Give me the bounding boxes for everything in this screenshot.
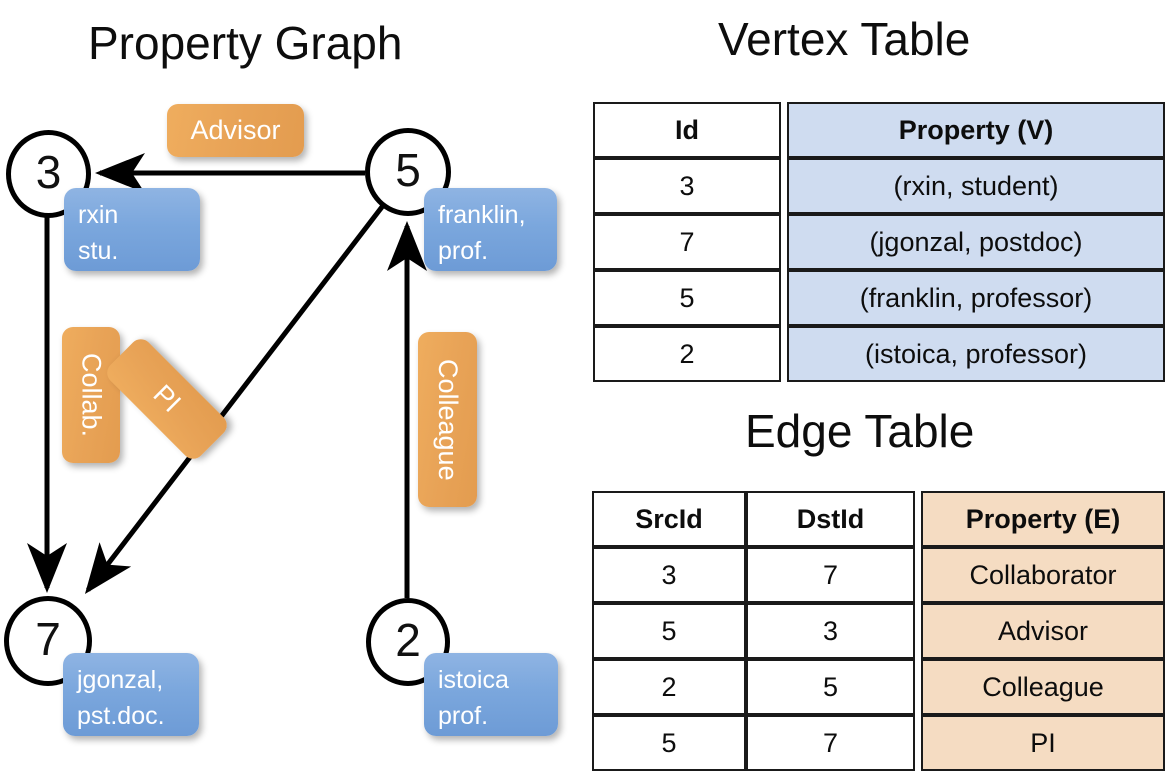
edge-table-column-gap: [915, 659, 921, 715]
vertex-cell-property: (jgonzal, postdoc): [787, 214, 1165, 270]
vertex-table-header-row: Id Property (V): [593, 102, 1165, 158]
graph-node-2-id: 2: [395, 614, 421, 666]
vertex-cell-id: 5: [593, 270, 781, 326]
vertex-table-column-gap: [781, 102, 787, 158]
vertex-table-header-property: Property (V): [787, 102, 1165, 158]
table-row: 7 (jgonzal, postdoc): [593, 214, 1165, 270]
node-property-box-3: rxin stu.: [64, 188, 200, 271]
node-property-role-3: stu.: [78, 236, 119, 265]
edge-cell-property: Colleague: [921, 659, 1165, 715]
edge-cell-srcid: 2: [592, 659, 746, 715]
edge-table: SrcId DstId Property (E) 3 7 Collaborato…: [592, 491, 1165, 771]
vertex-cell-property: (istoica, professor): [787, 326, 1165, 382]
vertex-cell-id: 3: [593, 158, 781, 214]
vertex-cell-property: (franklin, professor): [787, 270, 1165, 326]
graph-node-7-id: 7: [35, 613, 61, 665]
node-property-name-5: franklin,: [438, 201, 526, 229]
node-property-name-3: rxin: [78, 201, 119, 229]
edge-label-collab: Collab.: [62, 327, 120, 463]
node-property-name-7: jgonzal,: [77, 666, 164, 694]
edge-table-column-gap: [915, 603, 921, 659]
table-row: 2 5 Colleague: [592, 659, 1165, 715]
edge-table-header-row: SrcId DstId Property (E): [592, 491, 1165, 547]
vertex-table-column-gap: [781, 270, 787, 326]
table-row: 3 7 Collaborator: [592, 547, 1165, 603]
edge-label-advisor-text: Advisor: [190, 115, 281, 145]
edge-cell-dstid: 3: [746, 603, 915, 659]
edge-label-colleague: Colleague: [418, 332, 477, 507]
edge-5-to-7-pi: [84, 201, 387, 594]
edge-label-colleague-text: Colleague: [433, 358, 463, 481]
graph-node-5[interactable]: 5: [365, 128, 451, 216]
table-row: 2 (istoica, professor): [593, 326, 1165, 382]
node-property-role-2: prof.: [438, 701, 489, 730]
property-graph-diagram: 3 5 7 2 rxin stu. franklin, prof. jgonza…: [0, 90, 585, 760]
vertex-cell-id: 2: [593, 326, 781, 382]
edge-cell-srcid: 5: [592, 715, 746, 771]
edge-table-header-property: Property (E): [921, 491, 1165, 547]
edge-cell-srcid: 3: [592, 547, 746, 603]
page-title-property-graph: Property Graph: [88, 17, 403, 69]
edge-table-column-gap: [915, 715, 921, 771]
page-title-vertex-table: Vertex Table: [718, 13, 971, 65]
graph-node-3[interactable]: 3: [6, 130, 91, 218]
table-row: 5 (franklin, professor): [593, 270, 1165, 326]
table-row: 3 (rxin, student): [593, 158, 1165, 214]
node-property-box-7: jgonzal, pst.doc.: [63, 653, 199, 736]
edge-cell-srcid: 5: [592, 603, 746, 659]
edge-cell-property: Advisor: [921, 603, 1165, 659]
edge-table-column-gap: [915, 491, 921, 547]
node-property-role-7: pst.doc.: [77, 701, 165, 730]
vertex-table: Id Property (V) 3 (rxin, student) 7 (jgo…: [593, 102, 1165, 382]
vertex-table-column-gap: [781, 214, 787, 270]
edge-cell-dstid: 7: [746, 715, 915, 771]
table-row: 5 7 PI: [592, 715, 1165, 771]
edge-table-header-dstid: DstId: [746, 491, 915, 547]
graph-node-3-id: 3: [35, 146, 62, 198]
vertex-table-header-id: Id: [593, 102, 781, 158]
edge-label-collab-text: Collab.: [76, 352, 107, 438]
page-title-edge-table: Edge Table: [745, 405, 975, 457]
node-property-name-2: istoica: [438, 666, 509, 694]
vertex-table-column-gap: [781, 158, 787, 214]
edge-table-column-gap: [915, 547, 921, 603]
node-property-box-2: istoica prof.: [424, 653, 558, 736]
edge-label-pi-text: PI: [147, 379, 187, 419]
edge-cell-dstid: 7: [746, 547, 915, 603]
edge-cell-dstid: 5: [746, 659, 915, 715]
edge-table-header-srcid: SrcId: [592, 491, 746, 547]
vertex-table-column-gap: [781, 326, 787, 382]
vertex-cell-property: (rxin, student): [787, 158, 1165, 214]
edge-cell-property: PI: [921, 715, 1165, 771]
table-row: 5 3 Advisor: [592, 603, 1165, 659]
node-property-box-5: franklin, prof.: [424, 188, 557, 271]
graph-edges-layer: [27, 153, 427, 598]
graph-node-5-id: 5: [395, 144, 421, 196]
vertex-cell-id: 7: [593, 214, 781, 270]
edge-label-advisor: Advisor: [167, 104, 304, 157]
node-property-role-5: prof.: [438, 236, 489, 265]
edge-cell-property: Collaborator: [921, 547, 1165, 603]
